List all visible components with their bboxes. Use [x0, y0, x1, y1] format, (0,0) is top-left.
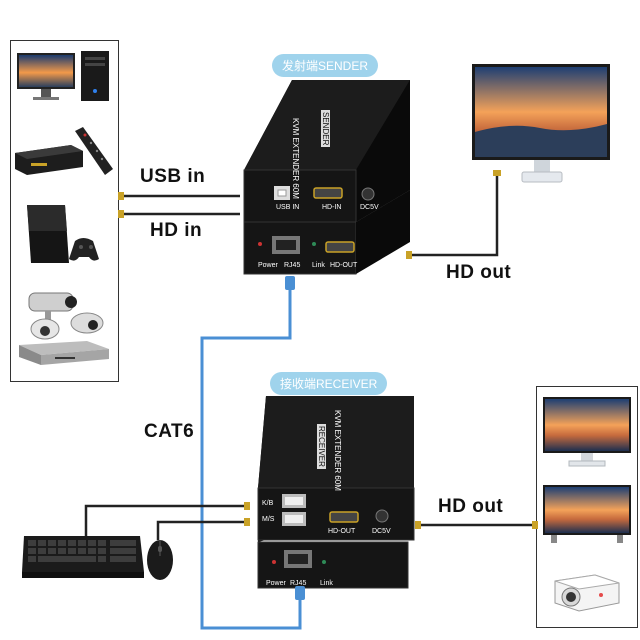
receiver-port-hd-out: HD-OUT: [328, 528, 356, 535]
sender-port-dc5v: DC5V: [360, 204, 379, 211]
keyboard-icon: [22, 536, 144, 578]
sender-port-hd-in: HD-IN: [322, 204, 342, 211]
cctv-camera-icon: [19, 292, 109, 365]
receiver-port-kb: K/B: [262, 500, 274, 507]
game-console-icon: [27, 205, 99, 263]
hd-in-label: HD in: [150, 220, 203, 241]
sender-port-hd-out: HD-OUT: [330, 262, 358, 269]
receiver-port-power: Power: [266, 580, 286, 587]
receiver-port-dc5v: DC5V: [372, 528, 391, 535]
projector-icon: [554, 574, 620, 612]
receiver-device: [257, 396, 415, 589]
usb-in-label: USB in: [140, 166, 206, 187]
monitor-icon: [543, 485, 631, 543]
receiver-port-ms: M/S: [262, 516, 275, 523]
sender-port-link: Link: [312, 262, 325, 269]
monitor-pc-icon: [17, 51, 109, 101]
cat6-label: CAT6: [144, 421, 195, 442]
dvr-icon: [19, 341, 109, 365]
source-devices-panel: [10, 40, 119, 382]
sender-port-power: Power: [258, 262, 278, 269]
hd-out-bottom-label: HD out: [438, 496, 504, 517]
sender-port-usb-in: USB IN: [276, 204, 300, 211]
display-devices-panel: [536, 386, 638, 628]
hd-out-top-label: HD out: [446, 262, 512, 283]
remote-icon: [75, 127, 113, 175]
mouse-icon: [147, 540, 173, 580]
sender-title: 发射端SENDER: [272, 54, 379, 77]
monitor-icon: [543, 397, 631, 467]
sender-device: [243, 80, 410, 275]
settop-box-icon: [15, 127, 113, 175]
receiver-port-rj45: RJ45: [290, 580, 307, 587]
tv-icon: [472, 64, 610, 183]
sender-port-rj45: RJ45: [284, 262, 301, 269]
receiver-title: 接收端RECEIVER: [270, 372, 388, 395]
receiver-port-link: Link: [320, 580, 333, 587]
